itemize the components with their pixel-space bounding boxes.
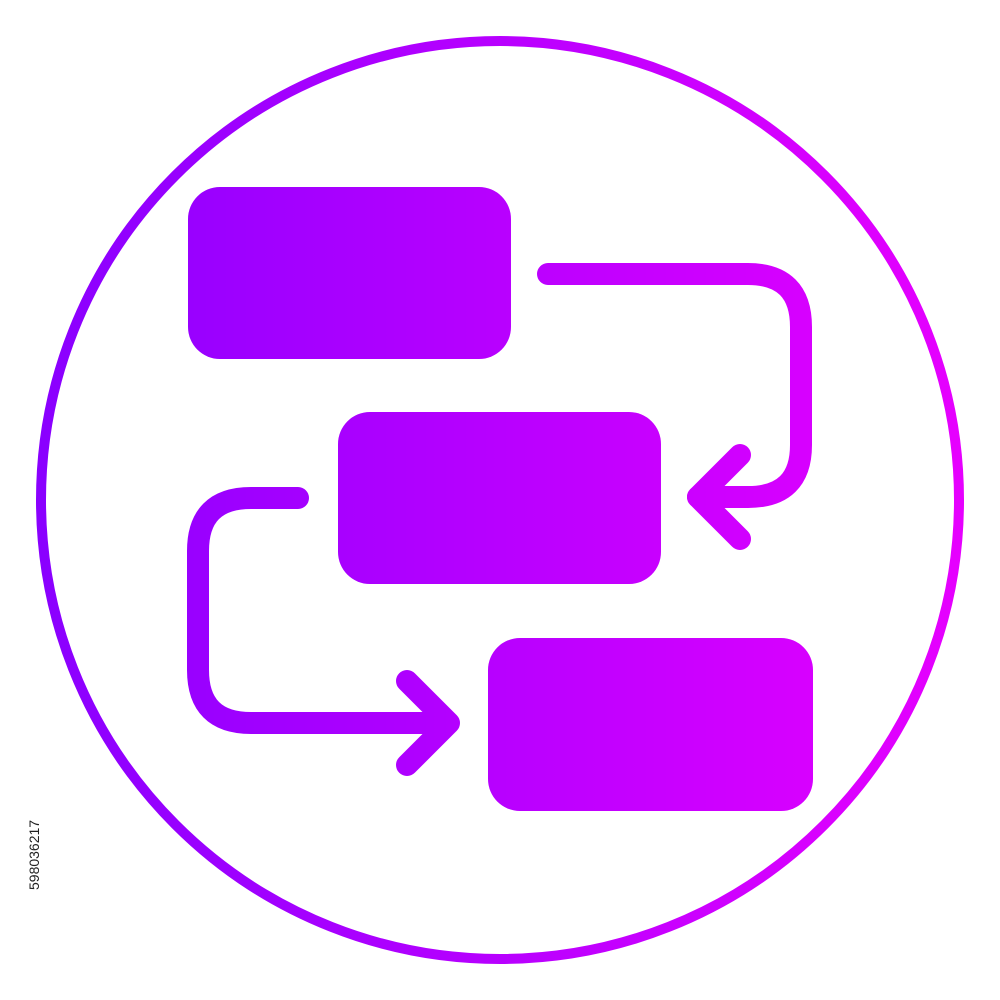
process-box-middle [338, 412, 661, 584]
outer-circle [36, 36, 964, 964]
process-box-top [188, 187, 511, 359]
process-box-bottom [488, 638, 813, 811]
connector-arrow-left [187, 487, 459, 734]
stock-id-label-wrap: 598036217 [8, 740, 42, 890]
arrowhead-right-icon [396, 670, 460, 776]
stock-id-label: 598036217 [26, 819, 42, 890]
connector-arrow-right [537, 263, 812, 508]
arrowhead-left-icon [687, 444, 751, 550]
